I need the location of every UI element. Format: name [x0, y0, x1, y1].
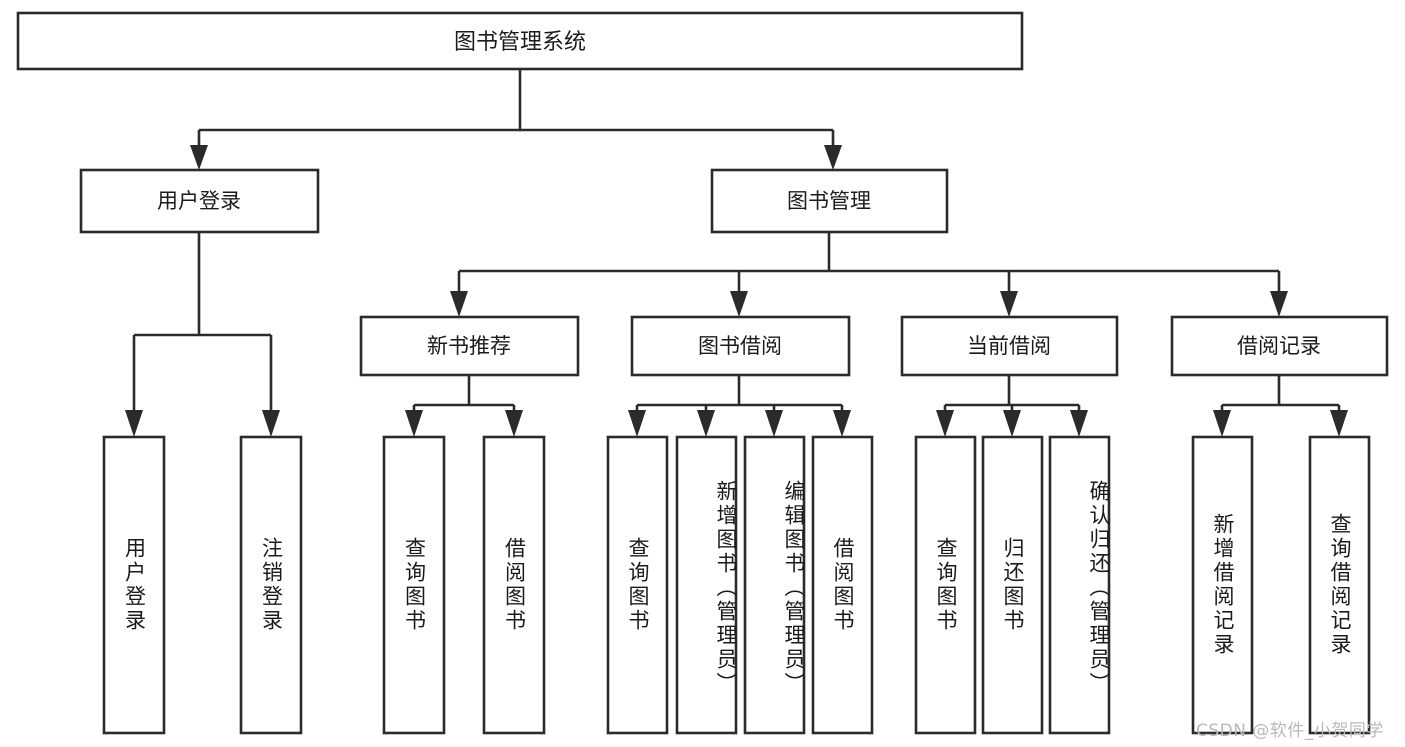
connector-current-borrow-children — [936, 375, 1088, 437]
csdn-watermark: CSDN @软件_小贺同学 — [1196, 721, 1384, 741]
node-current-borrow[interactable]: 当前借阅 — [900, 315, 1119, 377]
node-user-login-label: 用户登录 — [157, 189, 241, 213]
leaf-box-current-borrow-1[interactable] — [981, 435, 1044, 735]
connector-borrow-record-children — [1213, 375, 1348, 437]
leaf-box-new-book-1[interactable] — [482, 435, 546, 735]
connector-book-manage-children — [450, 232, 1288, 317]
leaf-box-current-borrow-2[interactable] — [1048, 435, 1111, 735]
leaf-box-book-borrow-3[interactable] — [811, 435, 874, 735]
node-root-label: 图书管理系统 — [454, 30, 586, 55]
connector-book-borrow-children — [628, 375, 851, 437]
leaf-box-current-borrow-0[interactable] — [914, 435, 977, 735]
connector-user-login-children — [125, 232, 280, 437]
leaf-box-book-borrow-2[interactable] — [743, 435, 806, 735]
node-new-book-recommend[interactable]: 新书推荐 — [359, 315, 580, 377]
node-user-login[interactable]: 用户登录 — [79, 168, 320, 234]
leaf-box-user-login-1[interactable] — [239, 435, 303, 735]
leaf-box-book-borrow-0[interactable] — [606, 435, 669, 735]
node-book-manage-label: 图书管理 — [787, 189, 871, 213]
connector-root-stem — [190, 69, 842, 170]
node-root[interactable]: 图书管理系统 — [16, 11, 1024, 71]
node-current-borrow-label: 当前借阅 — [967, 334, 1051, 358]
leaf-box-user-login-0[interactable] — [102, 435, 166, 735]
node-book-manage[interactable]: 图书管理 — [710, 168, 949, 234]
leaf-box-borrow-record-0[interactable] — [1191, 435, 1254, 735]
node-borrow-record[interactable]: 借阅记录 — [1170, 315, 1389, 377]
leaf-box-new-book-0[interactable] — [382, 435, 446, 735]
node-borrow-record-label: 借阅记录 — [1237, 334, 1321, 358]
node-new-book-recommend-label: 新书推荐 — [427, 334, 511, 358]
node-book-borrow[interactable]: 图书借阅 — [630, 315, 851, 377]
leaf-box-book-borrow-1[interactable] — [675, 435, 738, 735]
node-book-borrow-label: 图书借阅 — [698, 334, 782, 358]
connector-new-book-children — [405, 375, 523, 437]
leaf-box-borrow-record-1[interactable] — [1308, 435, 1371, 735]
